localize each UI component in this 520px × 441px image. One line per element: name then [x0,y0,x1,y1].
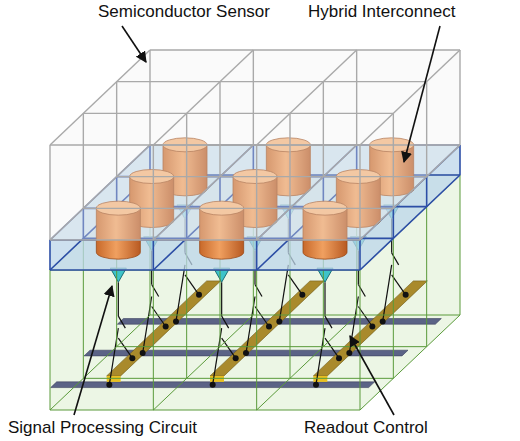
bus-contact [403,292,409,298]
bus-contact [336,355,342,361]
bus-contact [380,318,386,324]
pixel-wiring [109,282,132,385]
column-bus-end [313,376,327,382]
bus-contact [196,292,202,298]
bus-contact [266,324,272,330]
bus-contact [106,382,112,388]
column-bus-end [107,376,121,382]
leader-arrow [350,336,394,415]
sensor-body [50,50,460,240]
bus-contact [243,350,249,356]
bus-contact [129,355,135,361]
callout-label: Readout Control [304,419,428,438]
leader-arrow [404,26,440,162]
pixel-wiring [316,282,339,385]
bus-contact [369,324,375,330]
column-bus-end [210,376,224,382]
callout-label: Signal Processing Circuit [8,419,197,438]
bus-contact [163,324,169,330]
row-bus [51,382,375,388]
bus-contact [233,355,239,361]
bus-contact [299,292,305,298]
leader-arrow [122,26,146,62]
bus-contact [140,350,146,356]
sensor-grid [50,50,460,240]
bus-contact [173,318,179,324]
bus-contact [313,382,319,388]
callout-label: Semiconductor Sensor [98,3,270,22]
bus-contact [346,350,352,356]
bus-contact [210,382,216,388]
pixel-wiring [213,282,236,385]
bus-contact [276,318,282,324]
leader-arrow [74,286,112,415]
callout-label: Hybrid Interconnect [308,3,455,22]
